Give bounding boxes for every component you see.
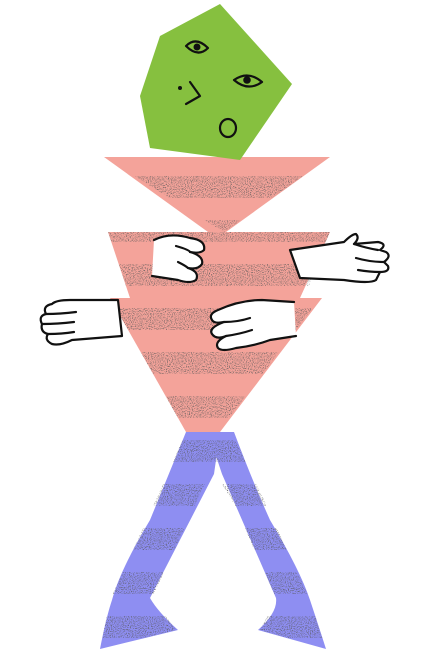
mouth-icon [218, 117, 238, 139]
head [140, 4, 292, 160]
left-eye-icon [184, 40, 210, 54]
nose-icon [184, 80, 202, 106]
hand-lower-right-icon [209, 298, 298, 352]
hand-upper-left-icon [150, 234, 206, 284]
speckle-texture [100, 157, 330, 649]
head-shape [140, 4, 292, 160]
hand-lower-left-icon [39, 298, 124, 346]
right-eye-icon [232, 74, 264, 88]
hand-upper-right-icon [288, 232, 390, 284]
nose-dot-icon [178, 86, 182, 90]
